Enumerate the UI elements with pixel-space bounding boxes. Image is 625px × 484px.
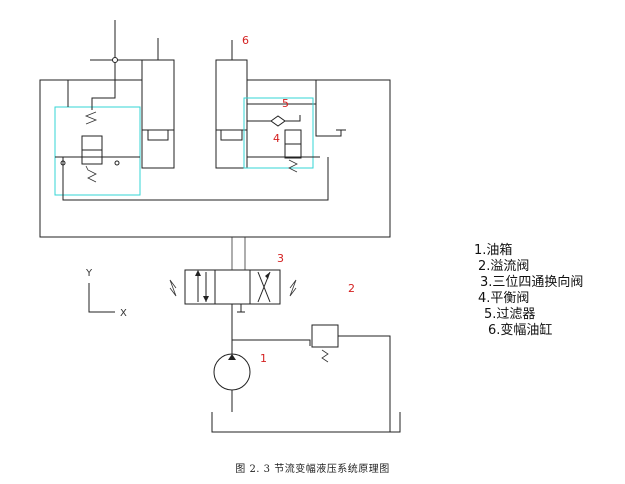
legend-item: 6.变幅油缸 [488,323,553,338]
legend-item: 4.平衡阀 [478,291,530,306]
component-number-6: 6 [242,34,249,47]
component-number-1: 1 [260,352,267,365]
component-legend: 1.油箱 2.溢流阀 3.三位四通换向阀 4.平衡阀 5.过滤器 6.变幅油缸 [470,243,620,339]
component-number-5: 5 [282,97,289,110]
axis-indicator: Y X [85,268,127,319]
axis-x-label: X [120,308,127,319]
component-number-4: 4 [273,132,280,145]
relief-valve [232,324,391,432]
oil-tank [211,412,401,433]
legend-item: 2.溢流阀 [478,259,530,274]
component-number-2: 2 [348,282,355,295]
hydraulic-pump [213,353,251,412]
right-balance-valve-group [243,97,346,173]
directional-control-valve [169,237,297,355]
variable-amplitude-cylinder [215,40,248,169]
legend-item: 3.三位四通换向阀 [480,275,584,290]
figure-caption: 图 2. 3 节流变幅液压系统原理图 [235,464,390,475]
outer-circuit-lines [39,79,391,238]
legend-item: 5.过滤器 [484,307,536,322]
left-cylinder [90,20,175,169]
axis-y-label: Y [85,268,93,279]
legend-item: 1.油箱 [474,243,513,258]
component-number-3: 3 [277,252,284,265]
left-balance-valve-group [54,80,329,201]
